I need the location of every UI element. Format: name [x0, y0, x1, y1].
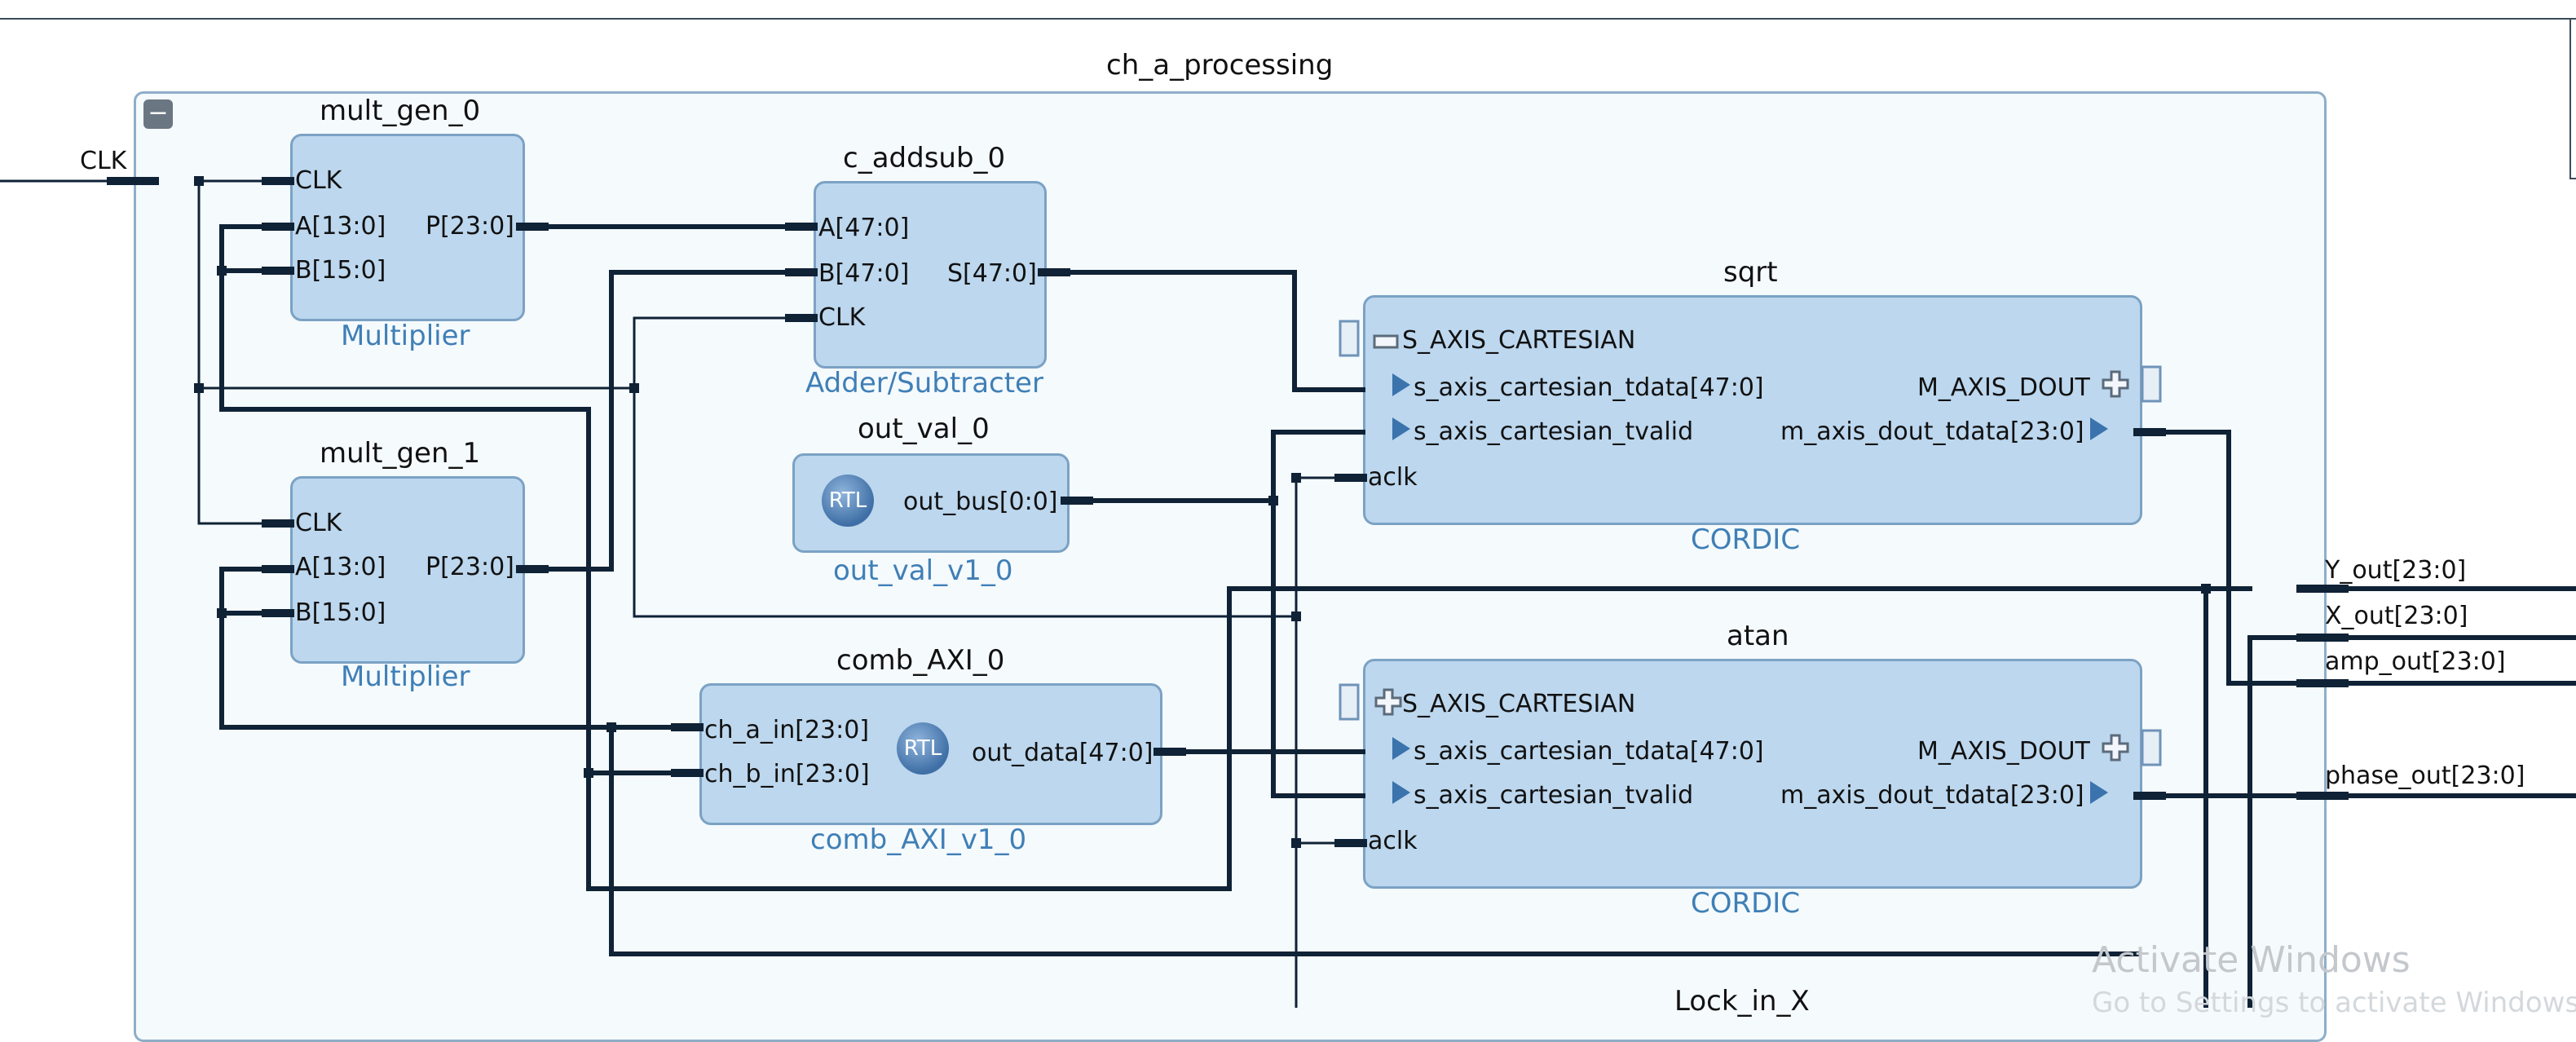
block-type-mult-gen-0: Multiplier	[341, 320, 470, 352]
pin-comb-axi-0-ch-a-in[interactable]: ch_a_in[23:0]	[704, 716, 870, 744]
block-type-c-addsub-0: Adder/Subtracter	[805, 367, 1043, 400]
ip-block-c-addsub-0[interactable]	[814, 181, 1047, 369]
pin-atan-m-axis-dout[interactable]: M_AXIS_DOUT	[1917, 737, 2090, 766]
bus-nets	[219, 224, 2576, 1008]
port-y-out[interactable]: Y_out[23:0]	[2325, 556, 2467, 585]
pin-atan-dout-tdata[interactable]: m_axis_dout_tdata[23:0]	[1780, 781, 2084, 810]
interface-connectors	[1339, 320, 2162, 766]
block-type-comb-axi-0: comb_AXI_v1_0	[810, 823, 1027, 856]
port-amp-out[interactable]: amp_out[23:0]	[2325, 647, 2506, 676]
pin-sqrt-s-axis-cartesian[interactable]: S_AXIS_CARTESIAN	[1402, 326, 1636, 355]
block-type-out-val-0: out_val_v1_0	[833, 554, 1013, 587]
port-stubs	[107, 177, 2349, 847]
activate-windows-watermark: Activate Windows	[2092, 939, 2411, 981]
pin-mult-gen-0-a[interactable]: A[13:0]	[295, 212, 386, 241]
rtl-badge-out-val-0: RTL	[822, 475, 874, 527]
pin-mult-gen-0-p[interactable]: P[23:0]	[426, 212, 514, 241]
pin-atan-tvalid[interactable]: s_axis_cartesian_tvalid	[1414, 781, 1694, 810]
block-title-mult-gen-0: mult_gen_0	[320, 95, 481, 127]
pin-sqrt-tdata[interactable]: s_axis_cartesian_tdata[47:0]	[1414, 373, 1764, 402]
pin-c-addsub-0-a[interactable]: A[47:0]	[818, 214, 910, 242]
interface-arrows	[1392, 373, 2108, 804]
pin-c-addsub-0-s[interactable]: S[47:0]	[947, 259, 1037, 288]
pin-mult-gen-1-clk[interactable]: CLK	[295, 509, 342, 537]
block-type-mult-gen-1: Multiplier	[341, 660, 470, 693]
pin-c-addsub-0-clk[interactable]: CLK	[818, 303, 866, 332]
block-type-atan: CORDIC	[1691, 887, 1801, 920]
pin-mult-gen-1-a[interactable]: A[13:0]	[295, 553, 386, 581]
canvas-frame-top	[0, 0, 2576, 20]
pin-atan-tdata[interactable]: s_axis_cartesian_tdata[47:0]	[1414, 737, 1764, 766]
pin-comb-axi-0-out-data[interactable]: out_data[47:0]	[972, 739, 1153, 767]
port-x-out[interactable]: X_out[23:0]	[2325, 602, 2468, 630]
ip-block-sqrt[interactable]	[1363, 295, 2142, 525]
pin-out-val-0-out-bus[interactable]: out_bus[0:0]	[903, 488, 1058, 516]
pin-sqrt-m-axis-dout[interactable]: M_AXIS_DOUT	[1917, 373, 2090, 402]
port-phase-out[interactable]: phase_out[23:0]	[2325, 762, 2525, 790]
block-title-mult-gen-1: mult_gen_1	[320, 437, 481, 470]
rtl-badge-comb-axi-0: RTL	[897, 722, 949, 775]
clock-nets	[0, 179, 1365, 1008]
pin-c-addsub-0-b[interactable]: B[47:0]	[818, 259, 910, 288]
block-title-sqrt: sqrt	[1723, 256, 1778, 289]
pin-mult-gen-1-b[interactable]: B[15:0]	[295, 598, 386, 627]
pin-mult-gen-0-b[interactable]: B[15:0]	[295, 256, 386, 285]
pin-comb-axi-0-ch-b-in[interactable]: ch_b_in[23:0]	[704, 760, 870, 788]
pin-sqrt-dout-tdata[interactable]: m_axis_dout_tdata[23:0]	[1780, 417, 2084, 446]
pin-atan-aclk[interactable]: aclk	[1368, 827, 1418, 855]
pin-atan-s-axis-cartesian[interactable]: S_AXIS_CARTESIAN	[1402, 690, 1636, 718]
block-title-comb-axi-0: comb_AXI_0	[836, 644, 1005, 677]
pin-sqrt-tvalid[interactable]: s_axis_cartesian_tvalid	[1414, 417, 1694, 446]
ip-block-atan[interactable]	[1363, 659, 2142, 889]
expand-glyphs	[1373, 334, 2129, 762]
hierarchy-title: ch_a_processing	[1106, 49, 1334, 82]
block-title-atan: atan	[1727, 620, 1789, 652]
canvas-frame-right	[2569, 18, 2576, 179]
junction-dots	[194, 176, 2211, 848]
collapse-hierarchy-button[interactable]: −	[143, 99, 173, 129]
block-type-sqrt: CORDIC	[1691, 523, 1801, 556]
block-title-c-addsub-0: c_addsub_0	[843, 142, 1006, 174]
port-clk[interactable]: CLK	[80, 147, 127, 175]
activate-windows-hint: Go to Settings to activate Windows.	[2092, 987, 2576, 1019]
pin-mult-gen-0-clk[interactable]: CLK	[295, 166, 342, 195]
wire-layer	[0, 176, 2576, 1008]
pin-sqrt-aclk[interactable]: aclk	[1368, 463, 1418, 492]
pin-mult-gen-1-p[interactable]: P[23:0]	[426, 553, 514, 581]
block-title-out-val-0: out_val_0	[858, 413, 990, 445]
